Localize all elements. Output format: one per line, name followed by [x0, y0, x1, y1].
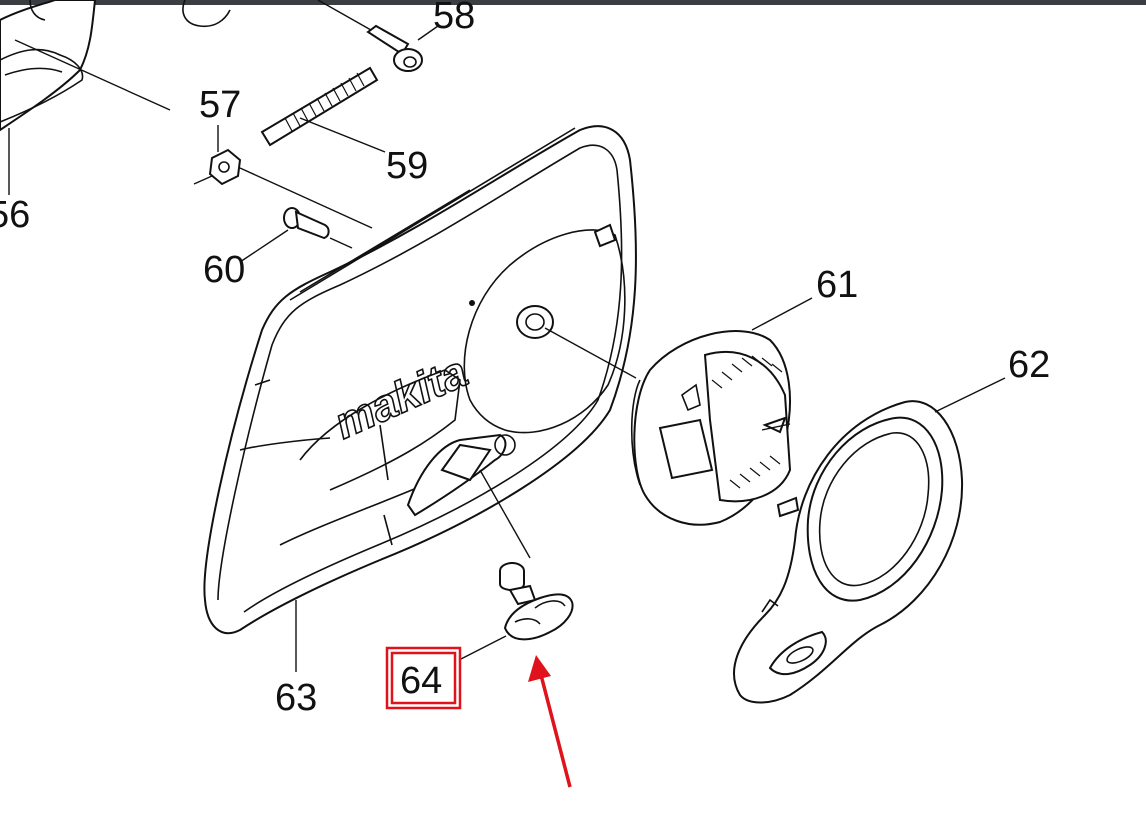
part-label-62: 62 — [1008, 344, 1050, 386]
part-label-60: 60 — [203, 249, 245, 291]
window-top-bar — [0, 0, 1146, 5]
part-label-64: 64 — [400, 660, 442, 702]
part-63-drawing: makita — [203, 125, 637, 672]
part-label-58: 58 — [433, 0, 475, 37]
part-61-drawing — [544, 297, 813, 526]
part-60-drawing — [239, 207, 353, 263]
part-57-drawing — [193, 125, 373, 229]
part-59-drawing — [260, 66, 386, 153]
part-56-drawing — [0, 0, 171, 195]
part-label-57: 57 — [199, 84, 241, 126]
part-label-56: 56 — [0, 194, 30, 236]
part-label-59: 59 — [386, 145, 428, 187]
red-arrow-icon — [528, 655, 572, 788]
part-64-drawing — [458, 469, 574, 661]
part-62-drawing — [733, 377, 1006, 704]
part-label-63: 63 — [275, 677, 317, 719]
highlight-box-64 — [385, 646, 462, 710]
part-58-drawing — [182, 0, 439, 72]
part-label-61: 61 — [816, 264, 858, 306]
